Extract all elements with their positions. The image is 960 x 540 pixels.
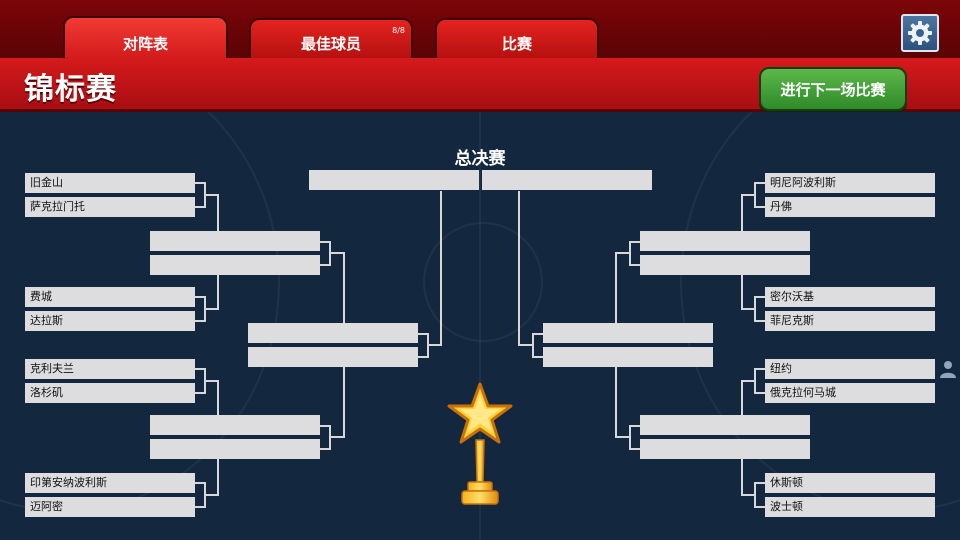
right-qf-slot (640, 255, 810, 275)
right-sf-slot (543, 323, 713, 343)
right-sf-slot (543, 347, 713, 367)
right-team-5[interactable]: 纽约 (765, 359, 935, 379)
left-team-1[interactable]: 旧金山 (25, 173, 195, 193)
tab-bracket[interactable]: 对阵表 (63, 16, 228, 62)
tab-best-players-label: 最佳球员 (300, 34, 361, 53)
right-team-4[interactable]: 菲尼克斯 (765, 311, 935, 331)
tab-badge: 8/8 (392, 26, 405, 35)
person-icon[interactable] (939, 360, 957, 378)
left-qf-slot (150, 415, 320, 435)
left-team-5[interactable]: 克利夫兰 (25, 359, 195, 379)
left-team-8[interactable]: 迈阿密 (25, 497, 195, 517)
right-team-8[interactable]: 波士顿 (765, 497, 935, 517)
tab-best-players[interactable]: 最佳球员 8/8 (249, 18, 413, 60)
tab-matches-label: 比赛 (501, 34, 532, 53)
left-qf-slot (150, 231, 320, 251)
left-sf-slot (248, 323, 418, 343)
final-slot-left (309, 170, 479, 190)
trophy-icon (447, 382, 513, 505)
right-qf-slot (640, 231, 810, 251)
right-team-6[interactable]: 俄克拉何马城 (765, 383, 935, 403)
page-title: 锦标赛 (24, 72, 117, 107)
left-team-2[interactable]: 萨克拉门托 (25, 197, 195, 217)
right-team-3[interactable]: 密尔沃基 (765, 287, 935, 307)
tab-matches[interactable]: 比赛 (435, 18, 599, 60)
next-match-label: 进行下一场比赛 (780, 80, 886, 99)
settings-button[interactable] (901, 14, 939, 52)
left-team-6[interactable]: 洛杉矶 (25, 383, 195, 403)
right-qf-slot (640, 415, 810, 435)
final-label: 总决赛 (454, 149, 506, 169)
left-qf-slot (150, 439, 320, 459)
right-team-7[interactable]: 休斯顿 (765, 473, 935, 493)
left-team-7[interactable]: 印第安纳波利斯 (25, 473, 195, 493)
left-team-3[interactable]: 费城 (25, 287, 195, 307)
right-team-1[interactable]: 明尼阿波利斯 (765, 173, 935, 193)
right-team-2[interactable]: 丹佛 (765, 197, 935, 217)
final-slot-right (482, 170, 652, 190)
gear-icon (908, 21, 932, 45)
next-match-button[interactable]: 进行下一场比赛 (759, 67, 907, 111)
left-qf-slot (150, 255, 320, 275)
right-qf-slot (640, 439, 810, 459)
left-sf-slot (248, 347, 418, 367)
tab-bracket-label: 对阵表 (122, 34, 168, 53)
left-team-4[interactable]: 达拉斯 (25, 311, 195, 331)
